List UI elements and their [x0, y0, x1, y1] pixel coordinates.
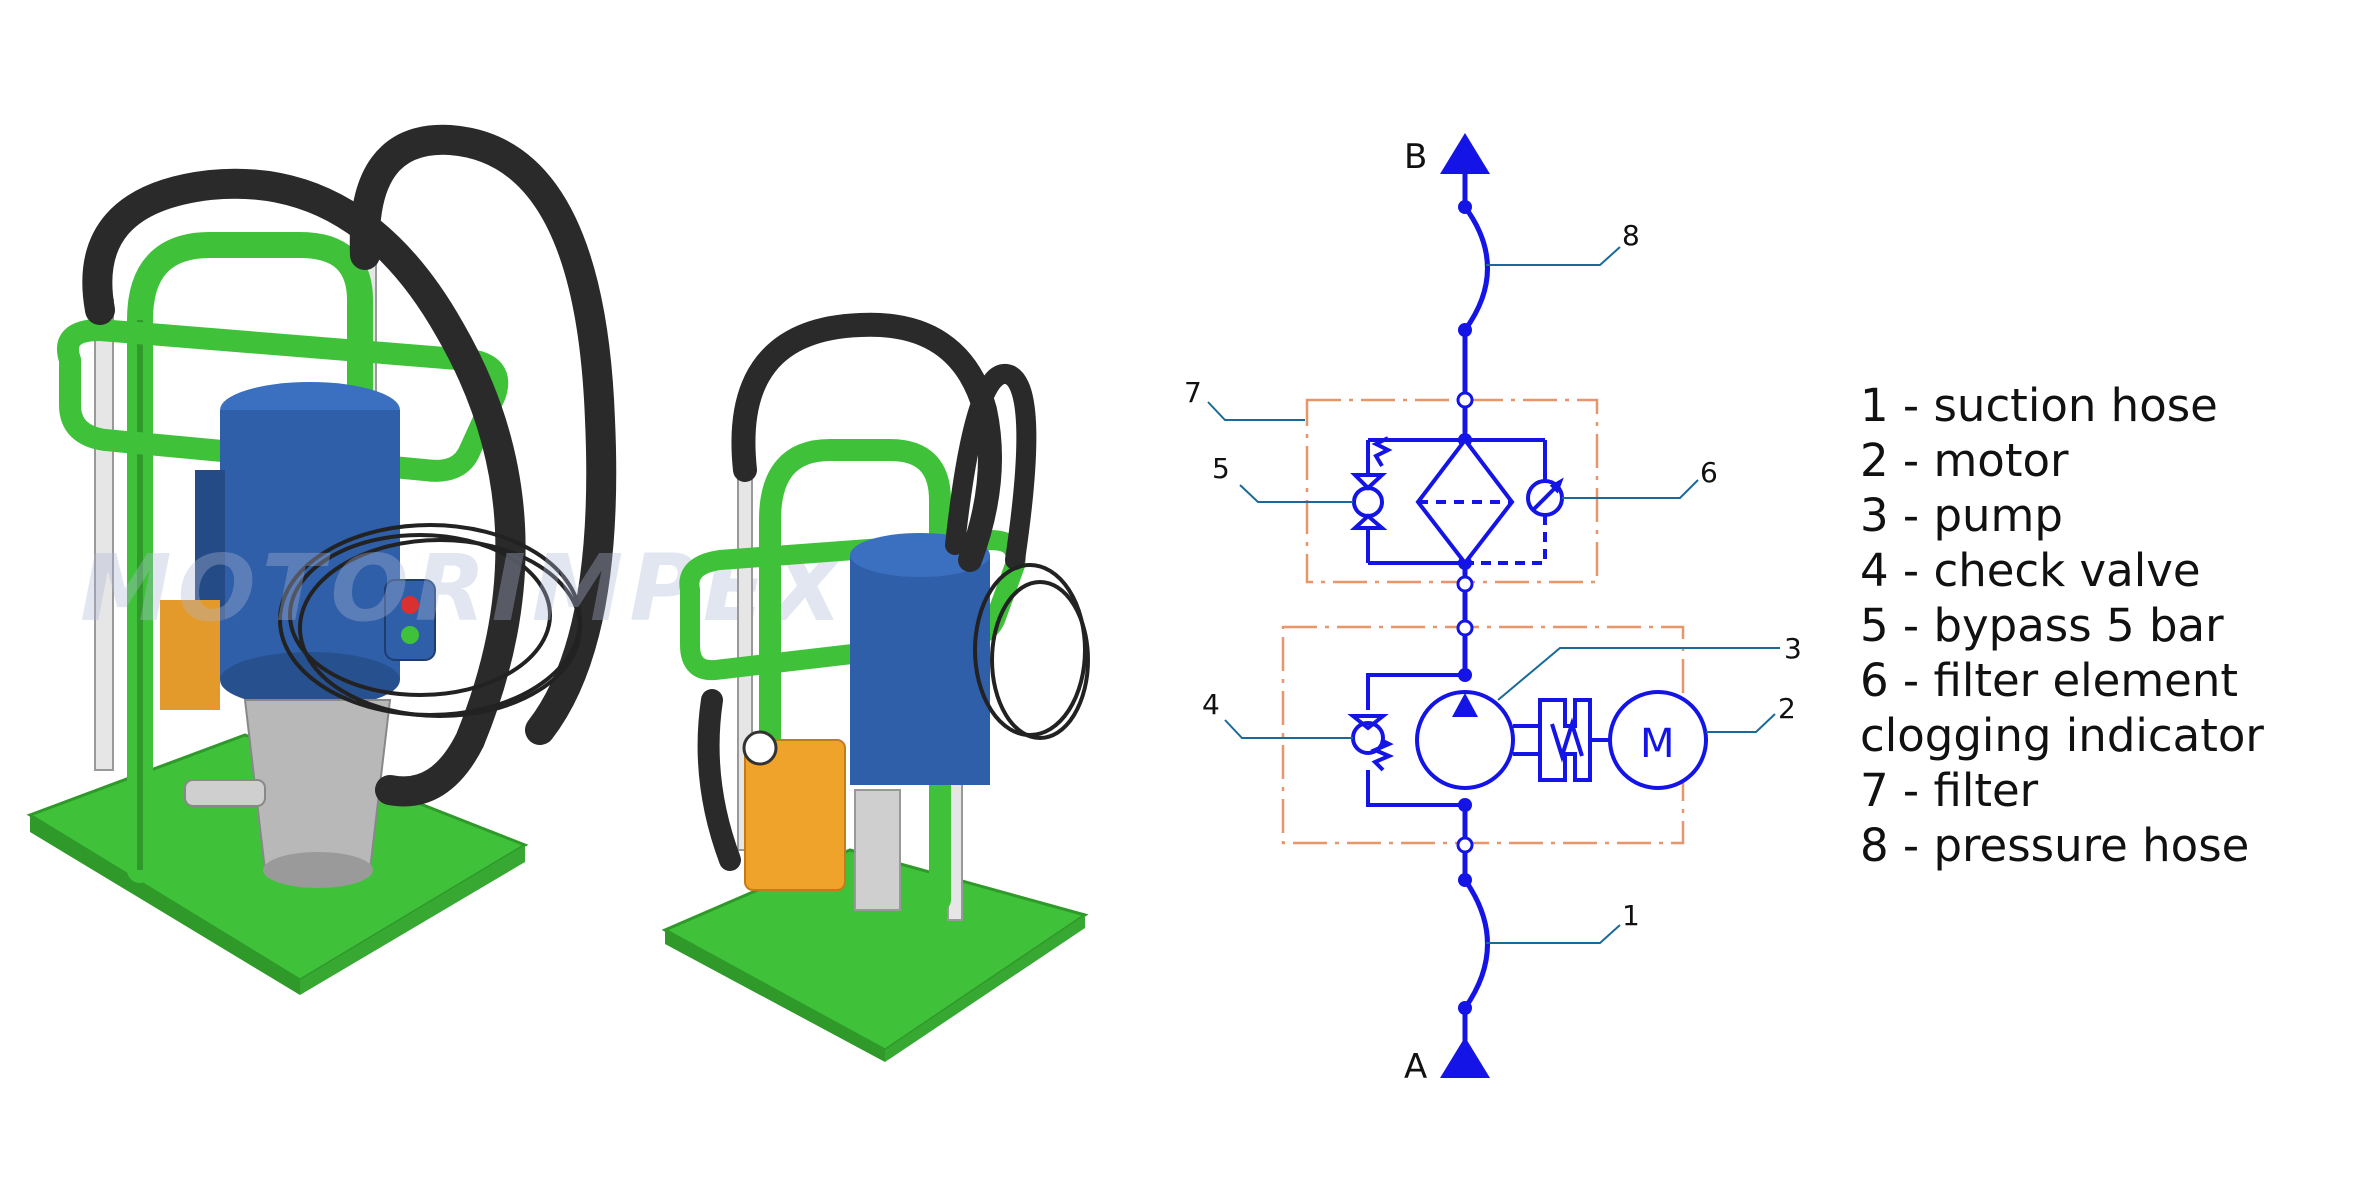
suction-hose-symbol [1462, 877, 1490, 1011]
leader-6 [1562, 479, 1699, 499]
leader-8 [1486, 246, 1621, 266]
inlet-port-a [1440, 1037, 1490, 1078]
callout-5: 5 [1212, 452, 1230, 485]
bypass-valve-symbol [1352, 486, 1384, 518]
pump-symbol [1415, 690, 1515, 790]
frame-ring [57, 318, 509, 482]
legend-item: 2 - motor [1860, 434, 2069, 487]
frame-handle [127, 232, 373, 883]
outlet-port-b [1440, 133, 1490, 174]
callout-2: 2 [1778, 692, 1796, 725]
leader-1 [1486, 924, 1621, 944]
filter-canister [744, 739, 846, 891]
legend-item: 7 - filter [1860, 764, 2039, 817]
filter-enclosure [1305, 398, 1599, 584]
component-legend: 1 - suction hose 2 - motor 3 - pump 4 - … [1860, 378, 2264, 873]
callout-8: 8 [1622, 219, 1640, 252]
outlet-label: B [1404, 137, 1427, 177]
legend-item: 5 - bypass 5 bar [1860, 599, 2224, 652]
callout-3: 3 [1784, 632, 1802, 665]
motor-body [220, 410, 400, 680]
pressure-hose [731, 312, 1002, 572]
callout-7: 7 [1184, 376, 1202, 409]
pump-cart-render-large [26, 124, 617, 995]
motor-body [850, 555, 990, 785]
legend-item: 3 - pump [1860, 489, 2063, 542]
inlet-label: A [1404, 1047, 1427, 1087]
legend-item: 1 - suction hose [1860, 379, 2218, 432]
leader-3 [1497, 647, 1780, 701]
pressure-hose [82, 168, 526, 807]
frame-ring [679, 529, 1026, 681]
leader-5 [1239, 484, 1353, 503]
hydraulic-schematic: B A [1184, 133, 1802, 1087]
switch-box [384, 579, 436, 661]
legend-item: clogging indicator [1860, 709, 2264, 762]
pressure-hose-symbol [1462, 204, 1490, 333]
legend-item: 4 - check valve [1860, 544, 2201, 597]
motor-symbol-label: M [1640, 721, 1675, 767]
suction-hose [945, 363, 1037, 570]
frame-handle [759, 439, 951, 951]
callout-6: 6 [1700, 456, 1718, 489]
legend-item: 6 - filter element [1860, 654, 2239, 707]
legend-item: 8 - pressure hose [1860, 819, 2250, 872]
clogging-gauge-icon [742, 730, 778, 766]
leader-4 [1224, 719, 1353, 739]
callout-4: 4 [1202, 688, 1220, 721]
coupling-symbol [1538, 698, 1592, 782]
leader-7 [1207, 401, 1305, 421]
callout-1: 1 [1622, 899, 1640, 932]
pump-cart-render-small [661, 312, 1090, 1062]
pump-housing [243, 699, 392, 871]
suction-hose [349, 124, 617, 745]
motor-symbol [1608, 690, 1708, 790]
leader-2 [1706, 713, 1776, 733]
